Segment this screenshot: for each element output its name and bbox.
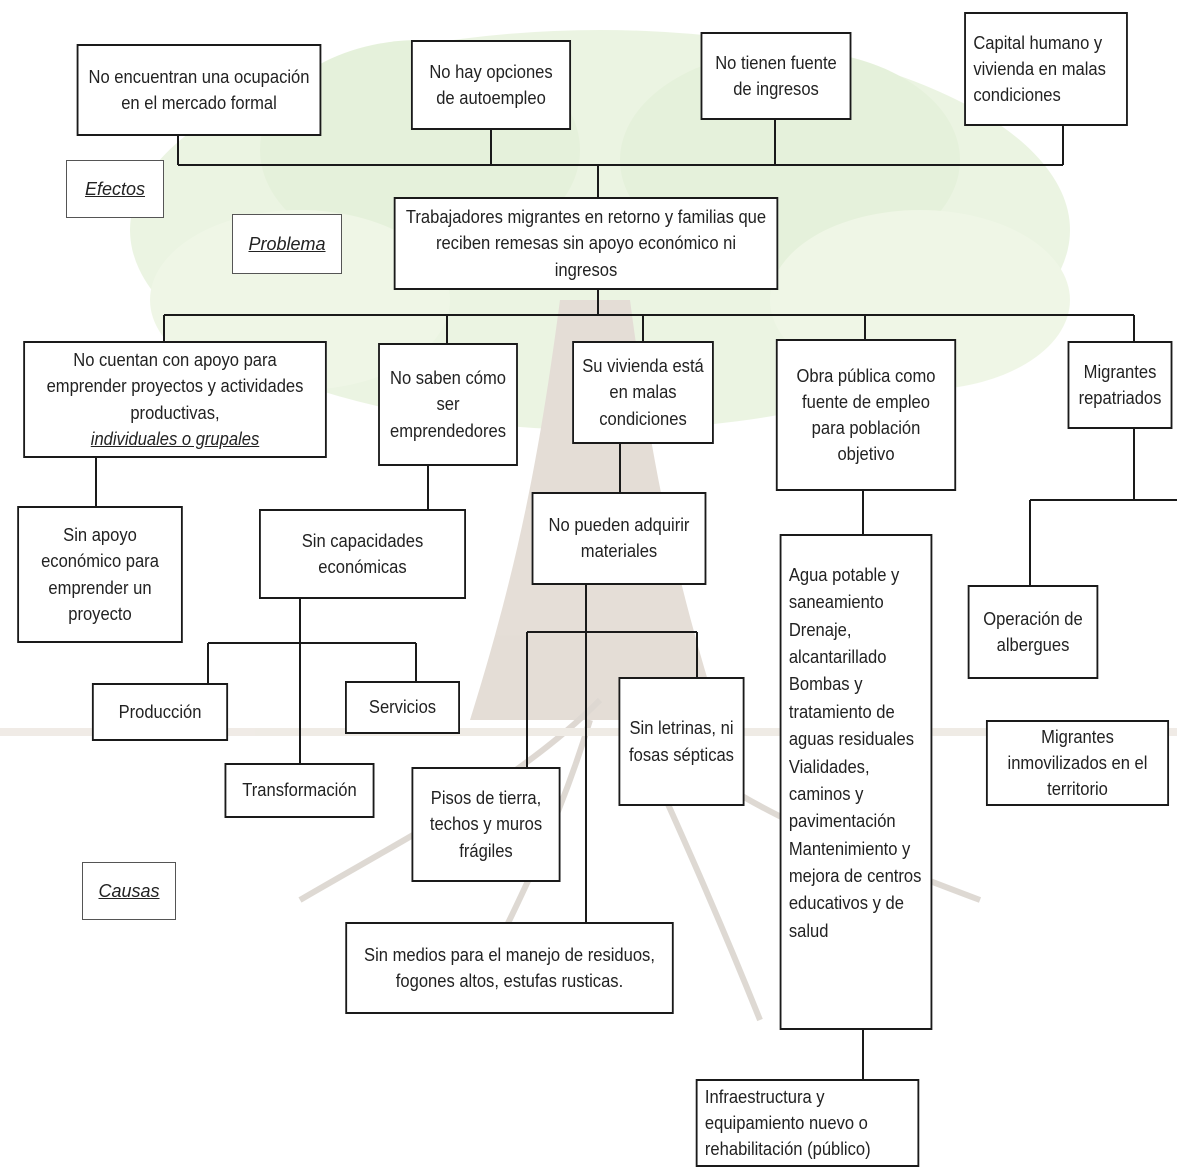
infra-text: Infraestructura y equipamiento nuevo o r… (704, 1086, 871, 1160)
services-text: Servicios (368, 697, 437, 718)
label-efectos: Efectos (66, 160, 164, 218)
pisos-box: Pisos de tierra, techos y muros frágiles (411, 767, 561, 882)
effect-box-1: No encuentran una ocupación en el mercad… (76, 44, 322, 136)
problem-box: Trabajadores migrantes en retorno y fami… (393, 197, 779, 290)
subcause-box-1: Sin apoyo económico para emprender un pr… (17, 506, 183, 643)
effect-box-4: Capital humano y vivienda en malas condi… (964, 12, 1128, 126)
subcause-box-2: Sin capacidades económicas (259, 509, 466, 599)
pisos-text: Pisos de tierra, techos y muros frágiles (429, 788, 543, 861)
cause-text-1: No cuentan con apoyo para emprender proy… (32, 347, 317, 451)
subcause-text-2: Sin capacidades económicas (301, 530, 424, 577)
cause-text-1-main: No cuentan con apoyo para emprender proy… (46, 350, 304, 423)
subcause-box-4: Agua potable y saneamiento Drenaje, alca… (779, 534, 933, 1030)
subcause-box-5: Operación de albergues (967, 585, 1099, 679)
cause-text-3: Su vivienda está en malas condiciones (582, 356, 704, 429)
letrinas-text: Sin letrinas, ni fosas sépticas (629, 718, 734, 765)
cause-box-2: No saben cómo ser emprendedores (378, 343, 518, 466)
transformation-box: Transformación (224, 763, 375, 818)
infra-box: Infraestructura y equipamiento nuevo o r… (695, 1079, 920, 1167)
subcause-box-3: No pueden adquirir materiales (531, 492, 707, 585)
problem-text: Trabajadores migrantes en retorno y fami… (405, 207, 767, 280)
residuos-text: Sin medios para el manejo de residuos, f… (364, 944, 655, 991)
label-causas: Causas (82, 862, 176, 920)
effect-text-2: No hay opciones de autoempleo (429, 61, 553, 108)
effect-text-3: No tienen fuente de ingresos (715, 52, 837, 99)
residuos-box: Sin medios para el manejo de residuos, f… (345, 922, 674, 1014)
subcause-text-4: Agua potable y saneamiento Drenaje, alca… (788, 565, 922, 941)
effect-box-2: No hay opciones de autoempleo (410, 40, 572, 130)
effect-text-4: Capital humano y vivienda en malas condi… (973, 32, 1106, 106)
transformation-text: Transformación (242, 780, 357, 801)
subcause-text-5: Operación de albergues (983, 608, 1083, 655)
cause-text-4: Obra pública como fuente de empleo para … (796, 365, 936, 465)
cause-box-1: No cuentan con apoyo para emprender proy… (23, 341, 327, 458)
production-text: Producción (118, 701, 202, 722)
subcause-box-6: Migrantes inmovilizados en el territorio (985, 720, 1170, 806)
cause-box-3: Su vivienda está en malas condiciones (572, 341, 714, 444)
subcause-text-6: Migrantes inmovilizados en el territorio (1007, 726, 1148, 800)
cause-box-4: Obra pública como fuente de empleo para … (775, 339, 957, 491)
label-problema: Problema (232, 214, 342, 274)
cause-text-1-underlined: individuales o grupales (90, 428, 260, 449)
letrinas-box: Sin letrinas, ni fosas sépticas (618, 677, 745, 806)
subcause-text-1: Sin apoyo económico para emprender un pr… (41, 525, 159, 624)
effect-box-3: No tienen fuente de ingresos (700, 32, 852, 120)
production-box: Producción (91, 683, 229, 741)
effect-text-1: No encuentran una ocupación en el mercad… (88, 66, 310, 113)
cause-text-2: No saben cómo ser emprendedores (389, 368, 507, 441)
cause-text-5: Migrantes repatriados (1078, 361, 1162, 408)
cause-box-5: Migrantes repatriados (1067, 341, 1173, 429)
subcause-text-3: No pueden adquirir materiales (548, 515, 690, 562)
services-box: Servicios (345, 681, 460, 734)
